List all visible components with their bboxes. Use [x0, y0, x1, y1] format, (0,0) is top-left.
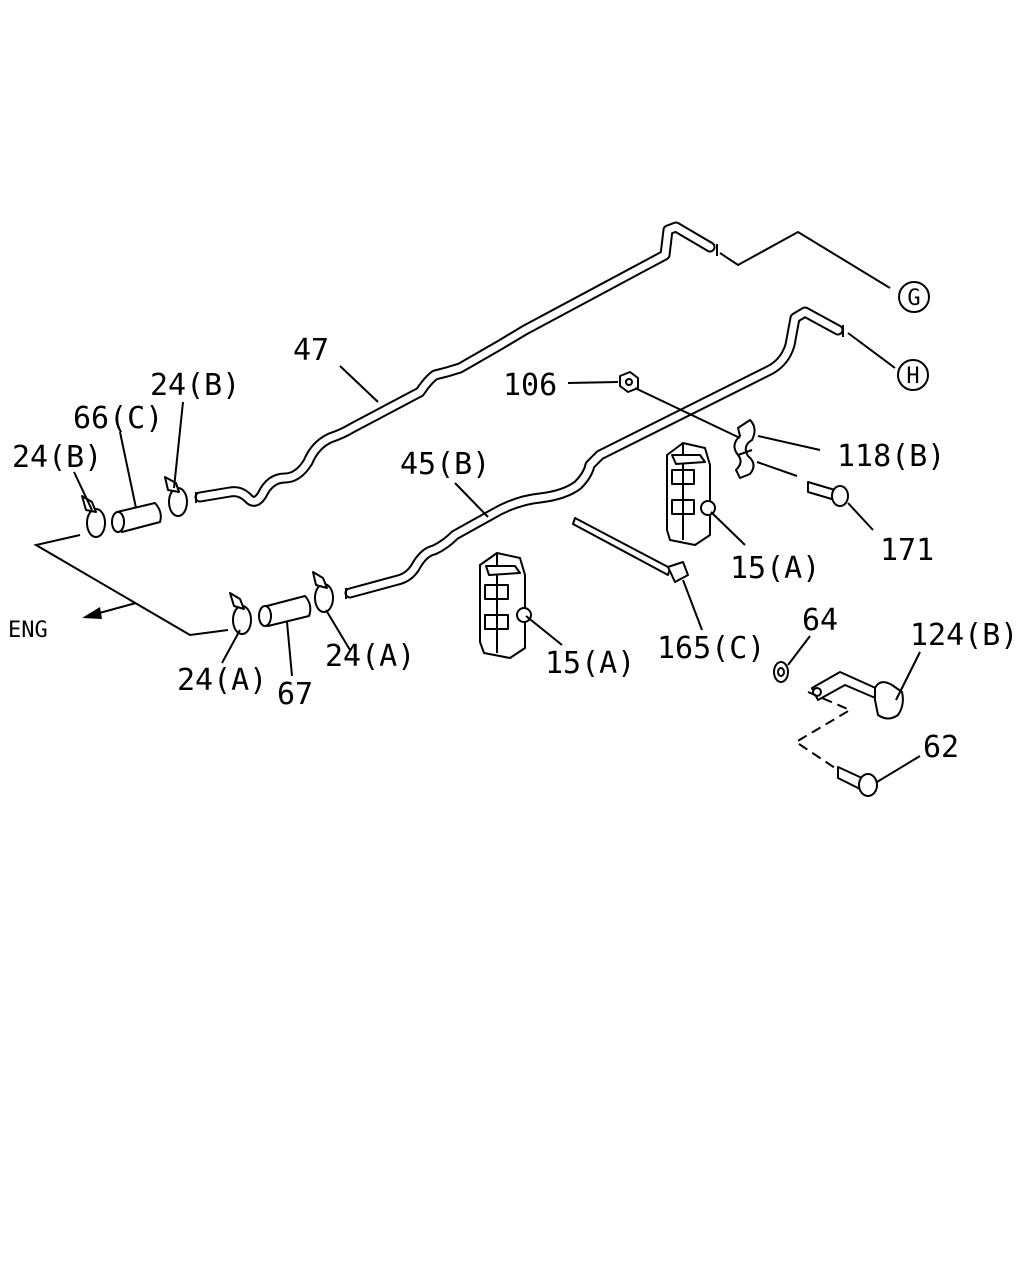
clamp-24b-left	[81, 495, 106, 538]
clamp-24a-right	[312, 571, 334, 613]
washer-64	[773, 661, 789, 683]
bracket-dashed-line	[794, 691, 853, 771]
hose-67	[258, 595, 312, 627]
pipe-clamp-15a-right	[666, 442, 716, 546]
label-64: 64	[802, 603, 838, 638]
label-24a-right: 24(A)	[325, 639, 415, 674]
connector-h-label: H	[906, 364, 919, 389]
bolt-171	[807, 481, 849, 507]
leader-lines	[73, 365, 921, 783]
label-62: 62	[923, 730, 959, 765]
label-106: 106	[503, 368, 557, 403]
label-15a-right: 15(A)	[730, 551, 820, 586]
label-15a-mid: 15(A)	[545, 646, 635, 681]
label-45b: 45(B)	[400, 447, 490, 482]
eng-bracket-line	[33, 534, 229, 637]
label-165c: 165(C)	[657, 631, 765, 666]
clamp-24a-left	[229, 592, 252, 635]
clamp-24b-right	[164, 476, 188, 517]
pipe-clamp-15a-mid	[479, 552, 532, 659]
label-24b-left: 24(B)	[12, 440, 102, 475]
connector-g-label: G	[907, 286, 920, 311]
label-124b: 124(B)	[910, 618, 1018, 653]
label-47: 47	[293, 333, 329, 368]
pipe-45b	[344, 306, 844, 599]
label-24b-top: 24(B)	[150, 368, 240, 403]
label-171: 171	[880, 533, 934, 568]
connector-g: G	[898, 281, 930, 313]
hose-66c	[111, 502, 162, 533]
bracket-124b	[811, 671, 904, 720]
nut-106	[619, 371, 639, 393]
eng-arrow-icon	[82, 607, 102, 619]
label-67: 67	[277, 677, 313, 712]
conn-line-h	[847, 332, 896, 369]
cable-tie-165c	[572, 517, 689, 583]
label-24a-left: 24(A)	[177, 663, 267, 698]
clamp-118b	[733, 419, 756, 479]
label-eng: ENG	[8, 618, 48, 643]
pipe-47	[194, 221, 718, 507]
bolt-62	[837, 766, 878, 797]
conn-line-g	[719, 230, 891, 289]
label-66c: 66(C)	[73, 401, 163, 436]
label-118b: 118(B)	[837, 439, 945, 474]
connector-h: H	[897, 359, 929, 391]
